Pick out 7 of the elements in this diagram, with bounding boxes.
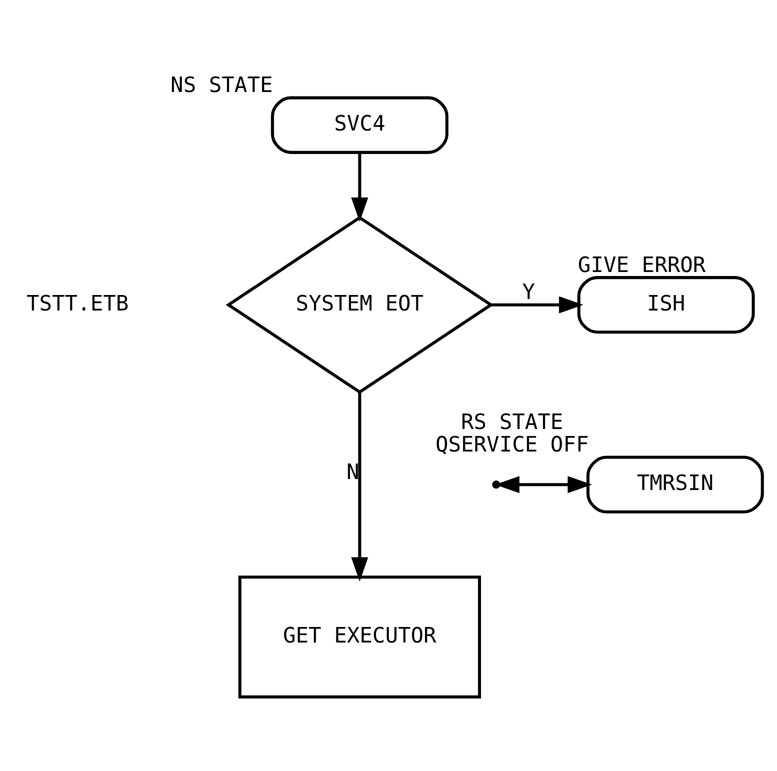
edge-label: Y bbox=[522, 280, 536, 305]
edge-label: N bbox=[346, 460, 360, 485]
label: TSTT.ETB bbox=[26, 290, 129, 316]
node-label: GIVE ERROR bbox=[578, 252, 706, 278]
node-label: NS STATE bbox=[170, 72, 273, 98]
node-label: QSERVICE OFF bbox=[435, 432, 589, 458]
node-label: RS STATE bbox=[461, 409, 564, 434]
